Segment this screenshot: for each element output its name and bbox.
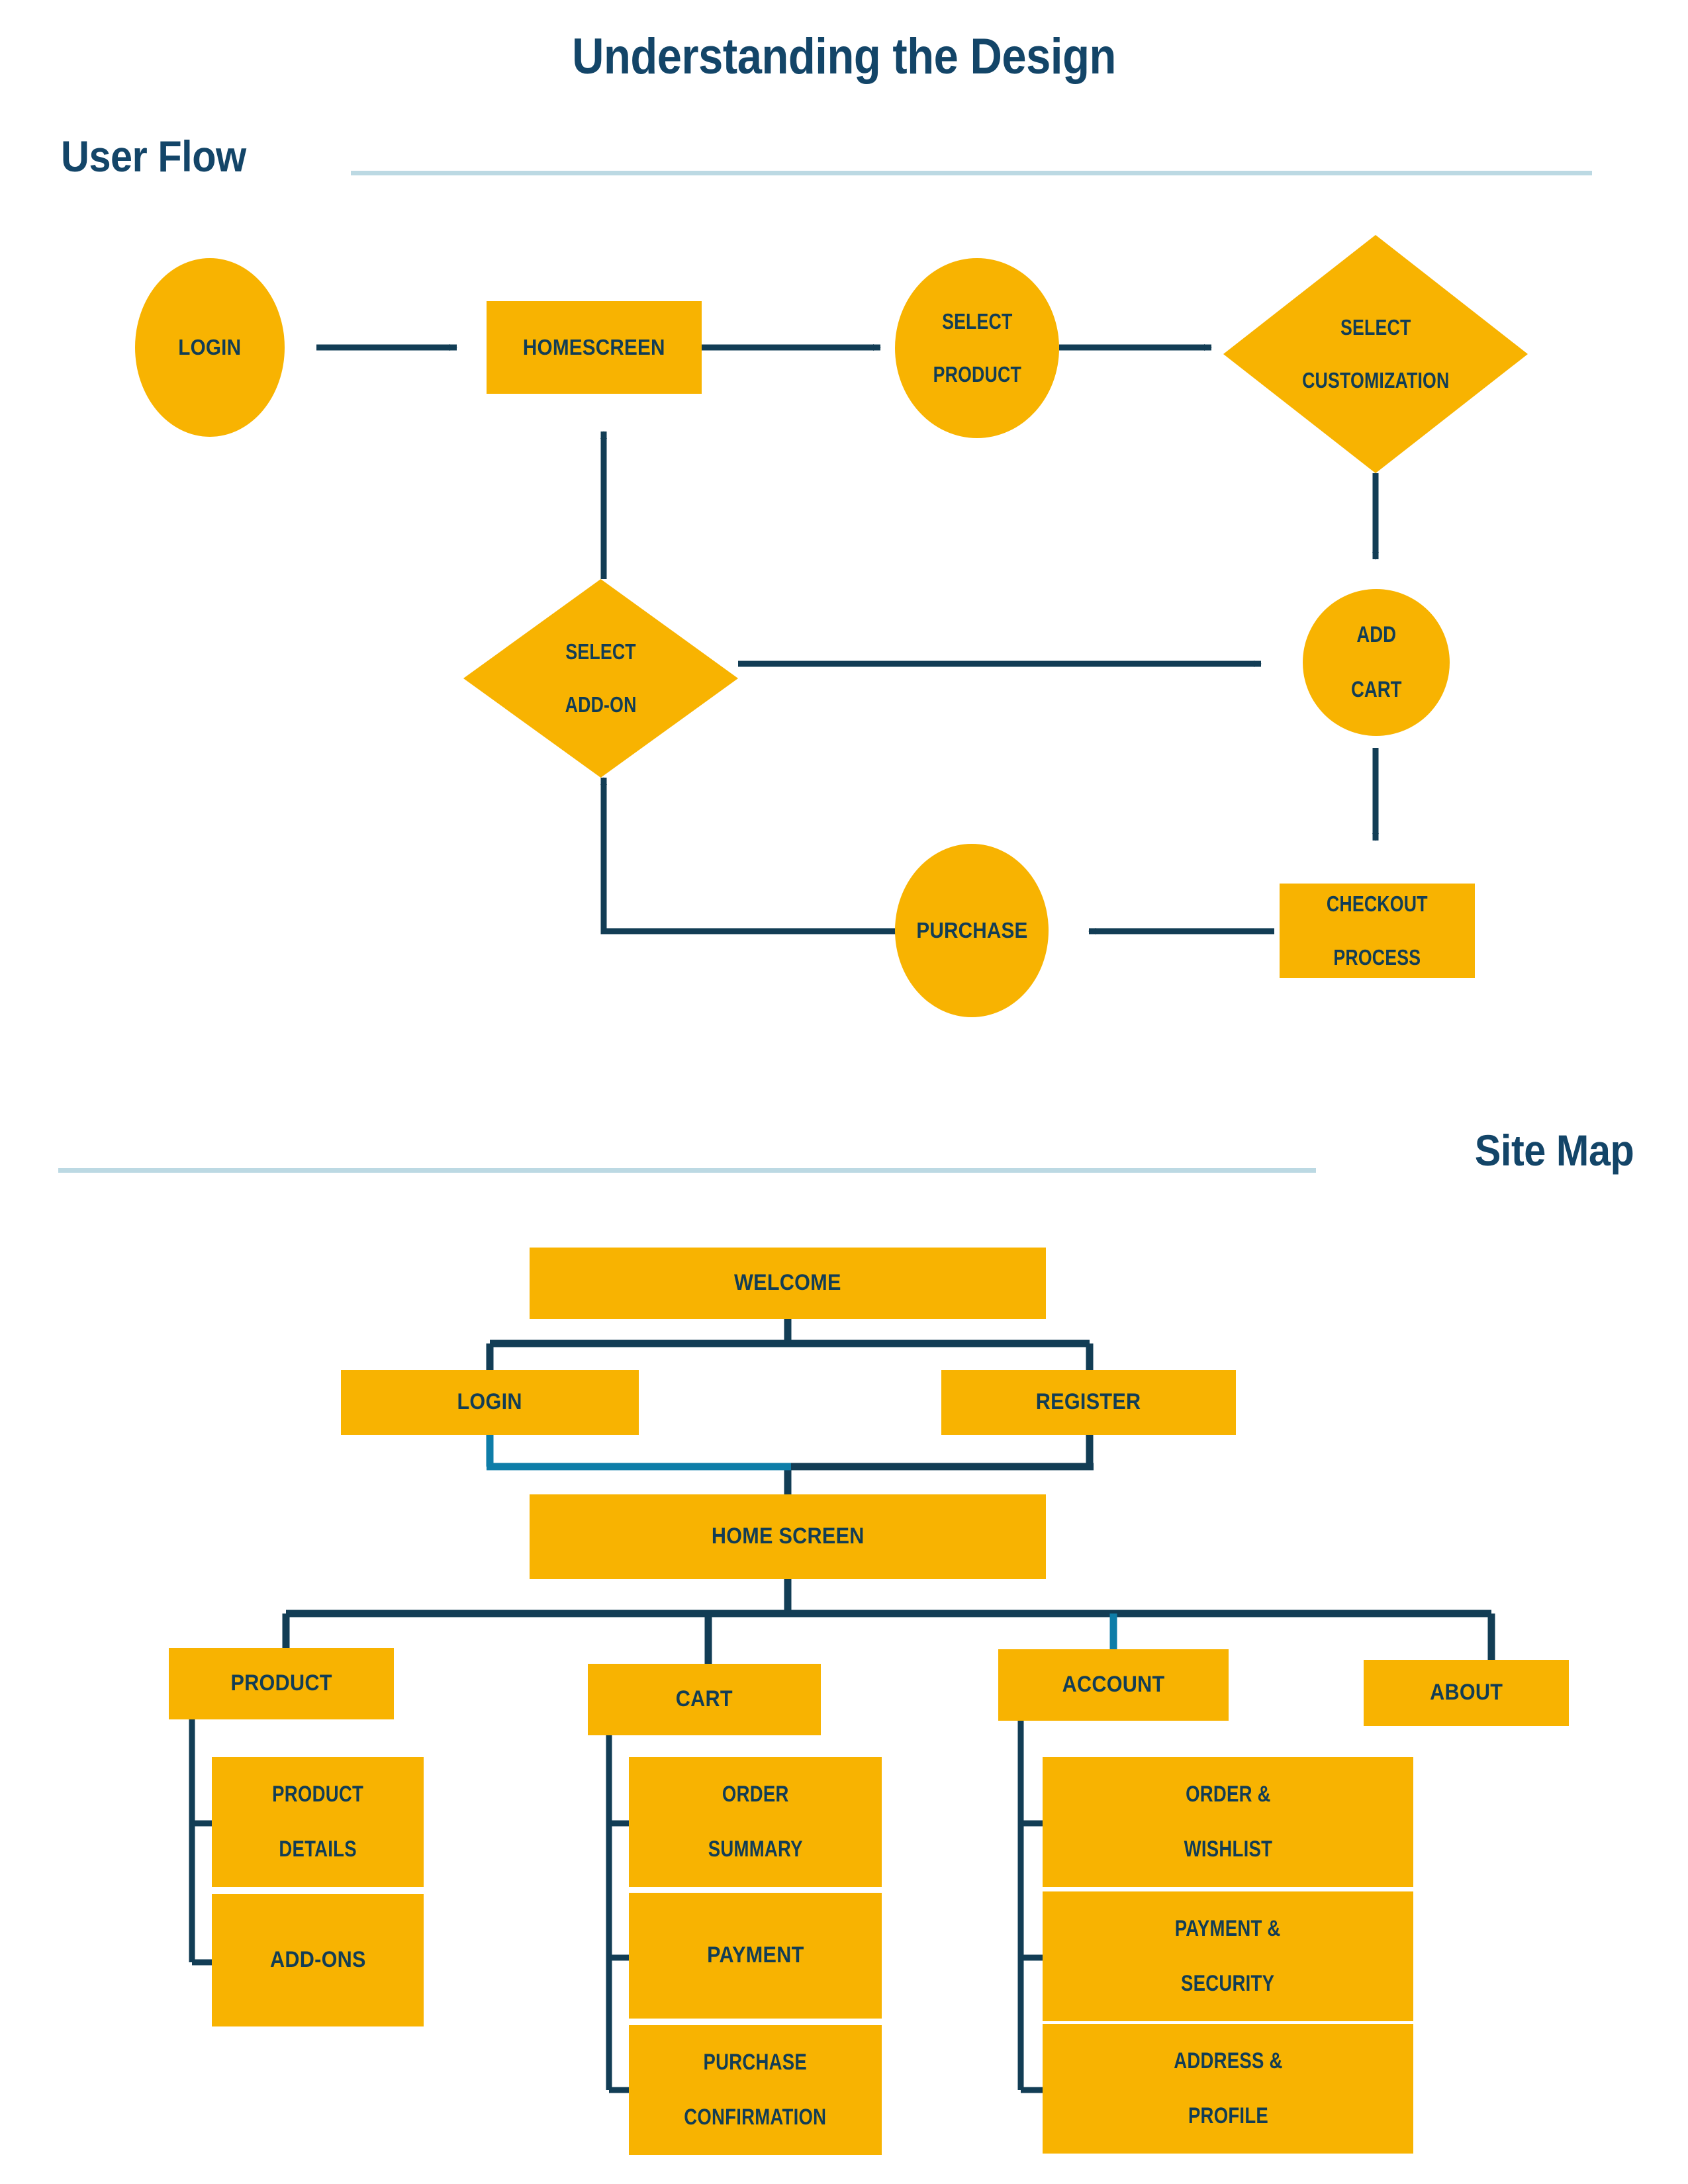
- page-title: Understanding the Design: [572, 28, 1116, 85]
- flow-node-homescreen[interactable]: HOMESCREEN: [487, 301, 702, 394]
- flow-node-purchase[interactable]: PURCHASE: [895, 844, 1049, 1017]
- sitemap-node-login-label: LOGIN: [457, 1389, 523, 1415]
- sitemap-node-welcome[interactable]: WELCOME: [530, 1248, 1046, 1319]
- sitemap-node-order-wishlist[interactable]: ORDER &WISHLIST: [1043, 1757, 1413, 1887]
- sitemap-node-add-ons-label: ADD-ONS: [269, 1947, 366, 1973]
- sitemap-node-welcome-label: WELCOME: [734, 1270, 841, 1296]
- sitemap-node-add-ons[interactable]: ADD-ONS: [212, 1894, 424, 2026]
- flow-node-login[interactable]: LOGIN: [135, 258, 285, 437]
- section-heading-user-flow: User Flow: [61, 132, 246, 181]
- sitemap-node-about[interactable]: ABOUT: [1364, 1660, 1569, 1726]
- sitemap-node-register[interactable]: REGISTER: [941, 1370, 1236, 1435]
- flow-node-login-label: LOGIN: [178, 334, 242, 359]
- flow-node-homescreen-label: HOMESCREEN: [523, 334, 665, 359]
- sitemap-node-order-wishlist-label: ORDER &WISHLIST: [1184, 1781, 1272, 1862]
- section-heading-site-map: Site Map: [1474, 1126, 1634, 1175]
- user-flow-divider-rule: [351, 171, 1592, 175]
- sitemap-node-address-profile-label: ADDRESS &PROFILE: [1173, 2048, 1283, 2128]
- sitemap-node-payment[interactable]: PAYMENT: [629, 1893, 882, 2019]
- sitemap-node-address-profile[interactable]: ADDRESS &PROFILE: [1043, 2024, 1413, 2154]
- sitemap-node-login[interactable]: LOGIN: [341, 1370, 639, 1435]
- sitemap-node-about-label: ABOUT: [1429, 1680, 1503, 1706]
- sitemap-node-register-label: REGISTER: [1036, 1389, 1141, 1415]
- sitemap-node-product-label: PRODUCT: [230, 1670, 332, 1696]
- sitemap-node-account-label: ACCOUNT: [1062, 1672, 1165, 1698]
- sitemap-node-cart[interactable]: CART: [588, 1664, 821, 1735]
- sitemap-node-home-screen-label: HOME SCREEN: [711, 1524, 865, 1549]
- sitemap-node-cart-label: CART: [675, 1686, 733, 1712]
- flow-node-purchase-label: PURCHASE: [915, 917, 1028, 942]
- sitemap-node-product[interactable]: PRODUCT: [169, 1648, 394, 1719]
- sitemap-node-payment-security[interactable]: PAYMENT &SECURITY: [1043, 1891, 1413, 2021]
- site-map-divider-rule: [58, 1168, 1316, 1173]
- sitemap-node-home-screen[interactable]: HOME SCREEN: [530, 1494, 1046, 1579]
- sitemap-node-account[interactable]: ACCOUNT: [998, 1649, 1229, 1721]
- sitemap-node-payment-label: PAYMENT: [706, 1942, 804, 1968]
- sitemap-node-payment-security-label: PAYMENT &SECURITY: [1175, 1915, 1281, 1996]
